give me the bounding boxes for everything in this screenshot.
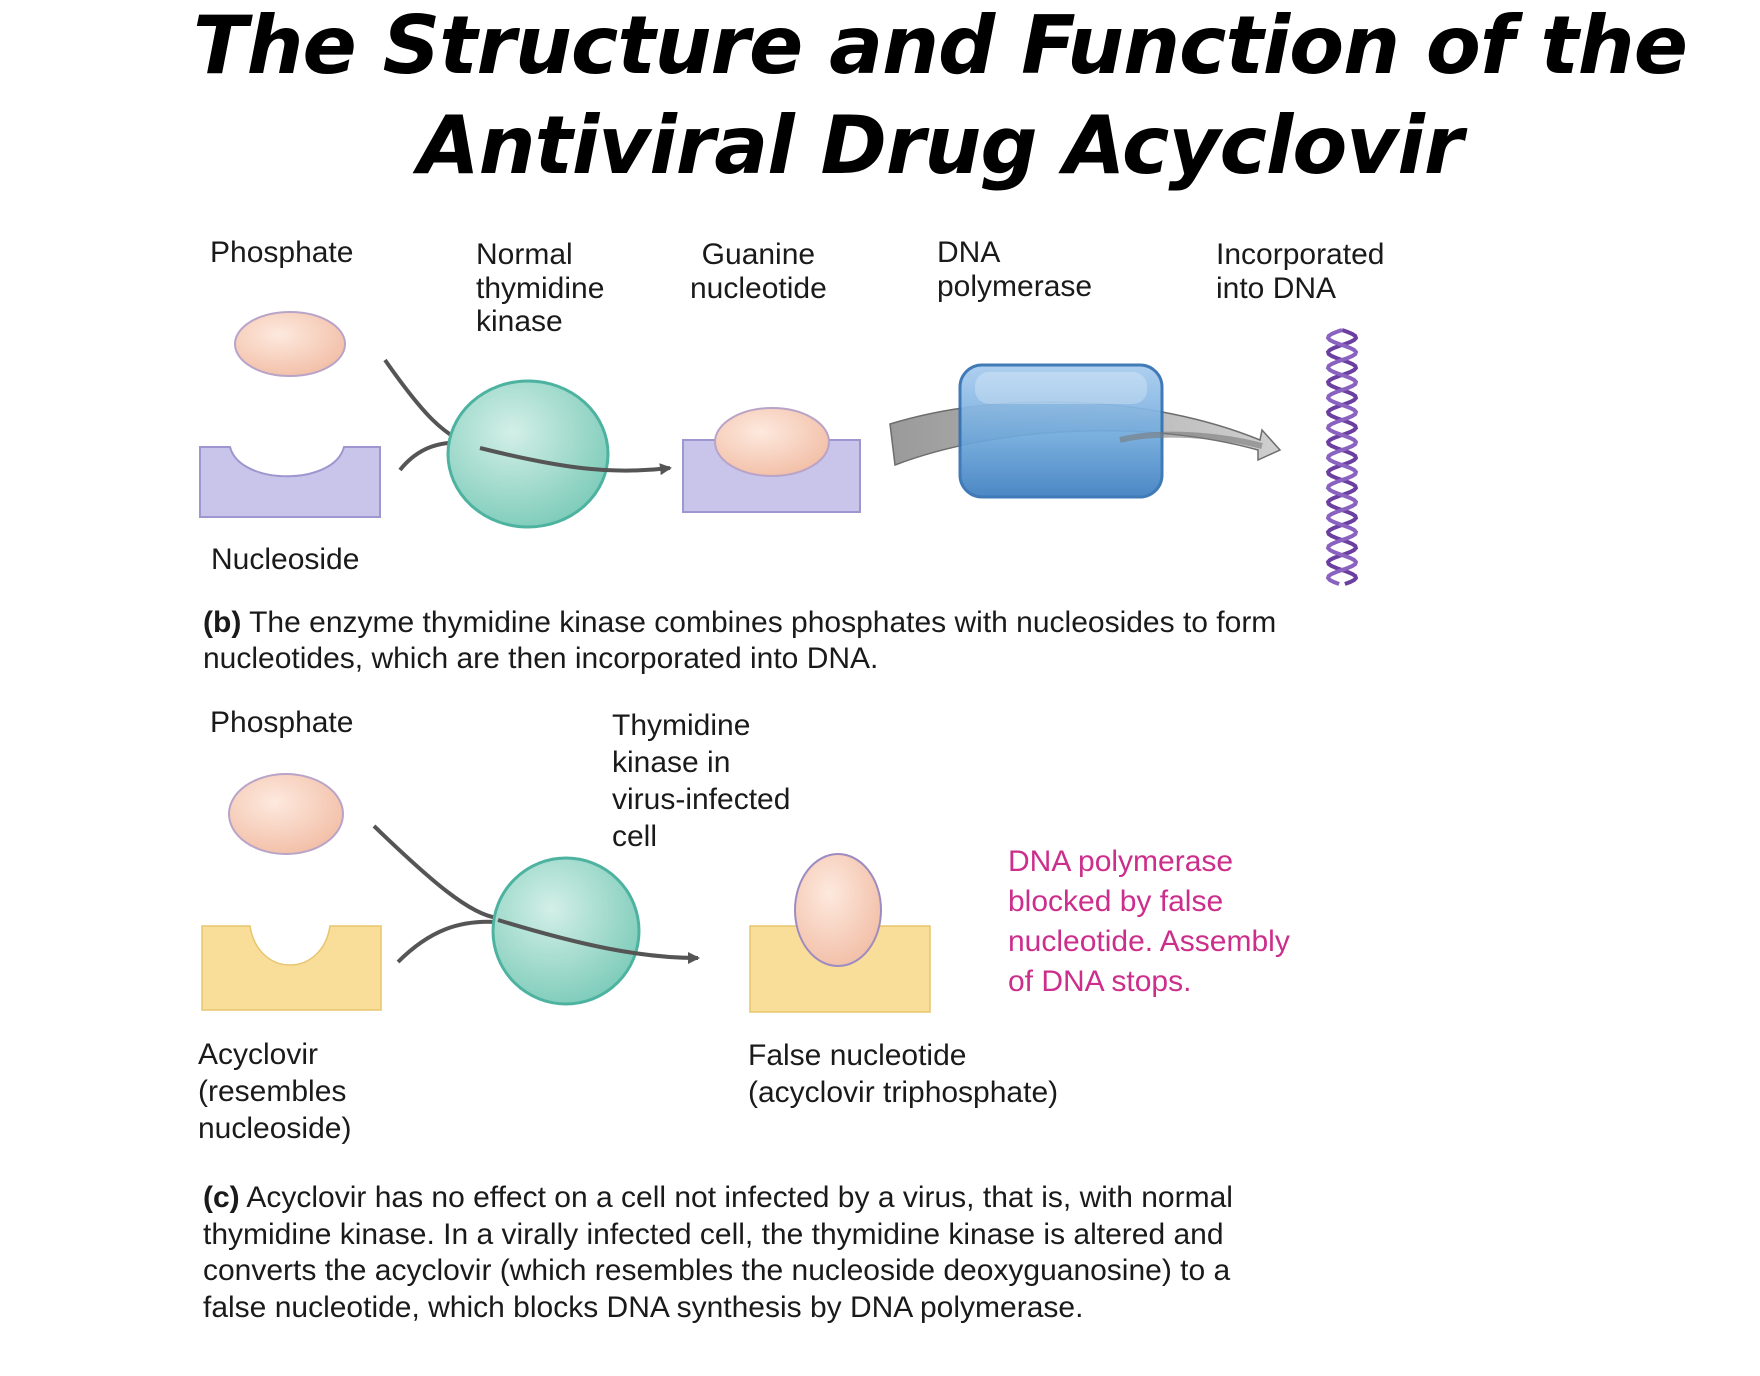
phosphate-label-c: Phosphate bbox=[210, 706, 354, 739]
caption-b: (b) The enzyme thymidine kinase combines… bbox=[203, 605, 1363, 677]
nucleoside-label-b: Nucleoside bbox=[211, 543, 360, 576]
acyclovir-label: Acyclovir (resembles nucleoside) bbox=[198, 1038, 352, 1145]
acyclovir-path-c bbox=[396, 919, 497, 964]
thymidine-kinase-b bbox=[446, 379, 610, 529]
incorporated-label: Incorporated into DNA bbox=[1216, 238, 1385, 305]
dna-polymerase-b bbox=[958, 363, 1164, 499]
acyclovir-shape bbox=[201, 925, 382, 1011]
guanine-nucleotide-label: Guanine nucleotide bbox=[690, 238, 827, 305]
thymidine-kinase-c bbox=[491, 856, 641, 1006]
nucleoside-b bbox=[199, 446, 381, 518]
caption-c-text: Acyclovir has no effect on a cell not in… bbox=[203, 1181, 1233, 1324]
nucleotide-phosphate-b bbox=[714, 407, 830, 477]
phosphate-b bbox=[234, 311, 346, 377]
false-nucleotide-phosphate bbox=[794, 853, 882, 967]
page-title-line2: Antiviral Drug Acyclovir bbox=[417, 99, 1464, 192]
kinase-label-b: Normal thymidine kinase bbox=[476, 238, 605, 339]
phosphate-path-c bbox=[372, 824, 499, 920]
page-title-line1: The Structure and Function of the bbox=[193, 0, 1688, 92]
phosphate-c bbox=[228, 773, 344, 855]
kinase-output-arrow-c bbox=[497, 918, 700, 964]
caption-b-letter: (b) bbox=[203, 606, 242, 639]
caption-b-text: The enzyme thymidine kinase combines pho… bbox=[203, 606, 1277, 675]
blocked-note: DNA polymerase blocked by false nucleoti… bbox=[1008, 845, 1290, 998]
caption-c: (c) Acyclovir has no effect on a cell no… bbox=[203, 1180, 1293, 1326]
caption-c-letter: (c) bbox=[203, 1181, 240, 1214]
dna-helix bbox=[1325, 328, 1359, 586]
false-nucleotide-label: False nucleotide (acyclovir triphosphate… bbox=[748, 1039, 1059, 1109]
phosphate-label-b: Phosphate bbox=[210, 236, 354, 269]
dna-polymerase-label: DNA polymerase bbox=[937, 236, 1093, 303]
kinase-output-arrow-b bbox=[479, 446, 672, 476]
kinase-label-c: Thymidine kinase in virus-infected cell bbox=[612, 709, 791, 853]
